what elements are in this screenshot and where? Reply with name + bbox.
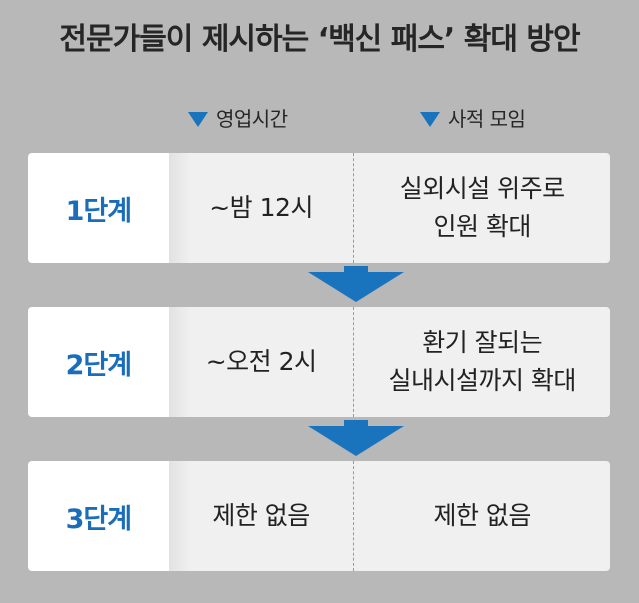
triangle-down-icon [188,111,208,127]
stage-row-3: 3단계 제한 없음 제한 없음 [28,461,610,571]
stage-row-1: 1단계 ~밤 12시 실외시설 위주로 인원 확대 [28,153,610,263]
stage-gathering-line: 제한 없음 [433,501,531,530]
column-header-hours: 영업시간 [188,104,288,134]
column-header-gathering-label: 사적 모임 [448,107,526,131]
stage-gathering-line: 환기 잘되는 [422,328,543,357]
stage-label: 1단계 [28,153,169,263]
stage-gathering: 제한 없음 [353,461,610,571]
column-header-hours-label: 영업시간 [216,107,288,131]
stage-gathering: 환기 잘되는 실내시설까지 확대 [353,307,610,417]
triangle-down-icon [420,111,440,127]
stage-label: 3단계 [28,461,169,571]
stage-gathering-line: 실내시설까지 확대 [388,366,576,395]
stage-hours: ~밤 12시 [168,153,354,263]
stage-label: 2단계 [28,307,169,417]
down-arrow-icon [308,266,404,304]
stage-hours: ~오전 2시 [168,307,354,417]
stage-gathering-line: 실외시설 위주로 [399,174,565,203]
page-title: 전문가들이 제시하는 ‘백신 패스’ 확대 방안 [59,22,580,57]
down-arrow-icon [308,420,404,458]
stage-gathering-line: 인원 확대 [433,212,531,241]
stage-hours: 제한 없음 [168,461,354,571]
stage-row-2: 2단계 ~오전 2시 환기 잘되는 실내시설까지 확대 [28,307,610,417]
stage-gathering: 실외시설 위주로 인원 확대 [353,153,610,263]
column-header-gathering: 사적 모임 [420,104,526,134]
